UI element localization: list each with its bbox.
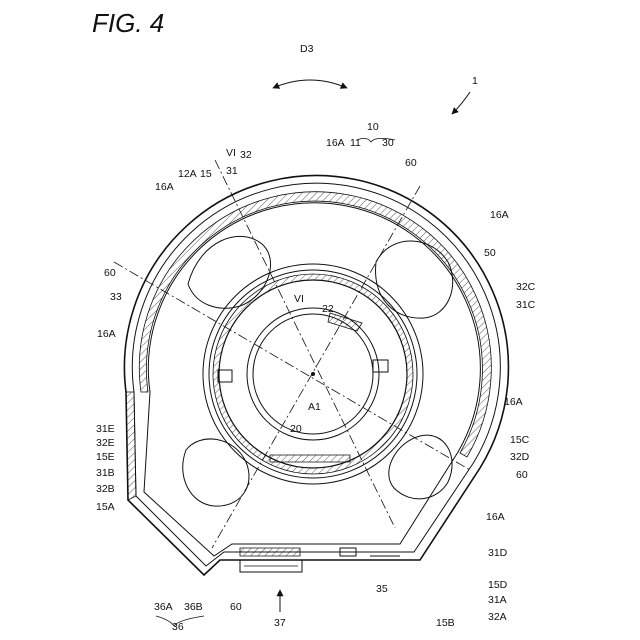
svg-text:31E: 31E [96, 423, 115, 435]
svg-text:10: 10 [367, 121, 379, 133]
svg-text:16A: 16A [155, 181, 174, 193]
svg-text:16A: 16A [490, 209, 509, 221]
svg-text:60: 60 [104, 267, 116, 279]
svg-text:A1: A1 [308, 401, 321, 413]
svg-text:32E: 32E [96, 437, 115, 449]
svg-text:15C: 15C [510, 434, 530, 446]
svg-text:33: 33 [110, 291, 122, 303]
svg-text:60: 60 [230, 601, 242, 613]
svg-text:20: 20 [290, 423, 302, 435]
svg-text:50: 50 [484, 247, 496, 259]
svg-text:15B: 15B [436, 617, 455, 629]
svg-text:15A: 15A [96, 501, 115, 513]
label-d3: D3 [300, 43, 314, 55]
svg-text:60: 60 [405, 157, 417, 169]
svg-text:15: 15 [200, 168, 212, 180]
svg-text:32A: 32A [488, 611, 507, 623]
svg-text:31D: 31D [488, 547, 508, 559]
svg-text:16A: 16A [504, 396, 523, 408]
svg-text:31B: 31B [96, 467, 115, 479]
svg-text:1: 1 [472, 75, 478, 87]
svg-text:11: 11 [350, 137, 361, 149]
svg-text:22: 22 [322, 303, 334, 315]
svg-text:12A: 12A [178, 168, 197, 180]
svg-text:32C: 32C [516, 281, 536, 293]
d3-arrow: D3 [273, 43, 347, 88]
svg-text:32: 32 [240, 149, 252, 161]
svg-text:32D: 32D [510, 451, 530, 463]
svg-text:VI: VI [294, 293, 304, 305]
svg-text:30: 30 [382, 137, 394, 149]
figure-title: FIG. 4 [92, 8, 164, 38]
svg-text:16A: 16A [326, 137, 345, 149]
svg-text:36: 36 [172, 621, 184, 633]
svg-text:31A: 31A [488, 594, 507, 606]
svg-text:35: 35 [376, 583, 388, 595]
svg-text:36B: 36B [184, 601, 203, 613]
svg-text:15E: 15E [96, 451, 115, 463]
ref-1: 1 [452, 75, 478, 114]
svg-text:16A: 16A [486, 511, 505, 523]
svg-text:36A: 36A [154, 601, 173, 613]
svg-text:37: 37 [274, 617, 286, 629]
svg-text:VI: VI [226, 147, 236, 159]
svg-text:60: 60 [516, 469, 528, 481]
svg-text:31: 31 [226, 165, 238, 177]
svg-text:32B: 32B [96, 483, 115, 495]
svg-text:31C: 31C [516, 299, 536, 311]
svg-text:16A: 16A [97, 328, 116, 340]
svg-text:15D: 15D [488, 579, 508, 591]
